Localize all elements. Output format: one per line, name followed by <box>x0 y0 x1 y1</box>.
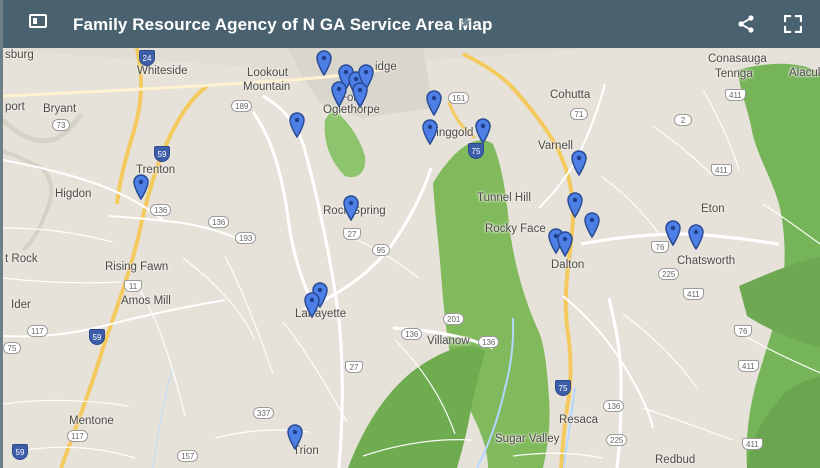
location-marker-icon[interactable] <box>556 229 574 257</box>
map-canvas[interactable]: sburg Whiteside Lookout Mountain idge Co… <box>3 48 820 468</box>
map-header: Family Resource Agency of N GA Service A… <box>3 0 820 48</box>
place-label: Alacul <box>789 67 820 79</box>
place-label: Higdon <box>55 188 92 200</box>
route-shield: 95 <box>372 244 390 256</box>
route-shield: 411 <box>725 89 746 101</box>
fullscreen-icon[interactable] <box>784 15 802 33</box>
location-marker-icon[interactable] <box>303 290 321 318</box>
share-icon[interactable] <box>736 14 756 34</box>
side-panel-toggle-icon[interactable] <box>29 14 47 28</box>
route-shield: 27 <box>343 228 361 240</box>
route-shield: 193 <box>235 232 257 244</box>
place-label: Ider <box>11 299 31 311</box>
place-label: Sugar Valley <box>495 433 560 445</box>
route-shield: 11 <box>124 280 142 292</box>
place-label: Tennga <box>715 68 753 80</box>
route-shield: 225 <box>606 434 628 446</box>
place-label: Bryant <box>43 103 77 115</box>
place-label: sburg <box>5 49 34 61</box>
route-shield: 225 <box>658 268 680 280</box>
route-shield: 411 <box>738 360 759 372</box>
route-shield: 117 <box>27 325 48 337</box>
route-shield: 411 <box>742 438 763 450</box>
location-marker-icon[interactable] <box>315 48 333 76</box>
location-marker-icon[interactable] <box>286 422 304 450</box>
route-shield: 136 <box>478 336 500 348</box>
route-shield: 337 <box>253 407 275 419</box>
place-label: Fort <box>340 92 361 104</box>
place-label: Rising Fawn <box>105 261 169 273</box>
route-shield: 27 <box>345 361 363 373</box>
route-shield: 136 <box>208 216 230 228</box>
route-shield: 76 <box>651 241 669 253</box>
location-marker-icon[interactable] <box>583 210 601 238</box>
interstate-shield: 59 <box>89 329 105 345</box>
place-label: LaFayette <box>295 308 347 320</box>
route-shield: 136 <box>150 204 172 216</box>
place-label: t Rock <box>5 253 38 265</box>
location-marker-icon[interactable] <box>132 172 150 200</box>
route-shield: 201 <box>443 313 465 325</box>
route-shield: 2 <box>674 114 692 126</box>
route-shield: 136 <box>401 328 423 340</box>
location-marker-icon[interactable] <box>570 148 588 176</box>
place-label: Whiteside <box>137 65 188 77</box>
location-marker-icon[interactable] <box>351 80 369 108</box>
place-label: Resaca <box>559 414 598 426</box>
interstate-shield: 24 <box>139 50 155 66</box>
location-marker-icon[interactable] <box>288 110 306 138</box>
place-label: Eton <box>701 203 725 215</box>
interstate-shield: 75 <box>468 143 484 159</box>
place-label: Villanow <box>427 335 470 347</box>
place-label: Trenton <box>136 164 176 176</box>
route-shield: 189 <box>231 100 253 112</box>
place-label: Conasauga <box>708 53 767 65</box>
route-shield: 76 <box>734 325 752 337</box>
place-label: Cohutta <box>550 89 591 101</box>
place-label: port <box>5 101 25 113</box>
location-marker-icon[interactable] <box>425 88 443 116</box>
place-label: Rocky Face <box>485 223 546 235</box>
place-label: Mentone <box>69 415 114 427</box>
place-label: Lookout <box>247 67 288 79</box>
location-marker-icon[interactable] <box>664 218 682 246</box>
interstate-shield: 75 <box>555 380 571 396</box>
place-label: idge <box>375 61 397 73</box>
interstate-shield: 59 <box>154 146 170 162</box>
place-label: Mountain <box>243 81 291 93</box>
location-marker-icon[interactable] <box>330 79 348 107</box>
location-marker-icon[interactable] <box>421 117 439 145</box>
route-shield: 411 <box>711 164 732 176</box>
route-shield: 136 <box>603 400 625 412</box>
location-marker-icon[interactable] <box>566 190 584 218</box>
route-shield: 117 <box>67 430 88 442</box>
map-title: Family Resource Agency of N GA Service A… <box>73 15 493 34</box>
location-marker-icon[interactable] <box>474 116 492 144</box>
place-label: Oglethorpe <box>323 104 380 116</box>
place-label: Chatsworth <box>677 255 736 267</box>
location-marker-icon[interactable] <box>687 222 705 250</box>
route-shield: 411 <box>683 288 704 300</box>
location-marker-icon[interactable] <box>357 62 375 90</box>
place-label: Ringgold <box>428 127 474 139</box>
route-shield: 71 <box>570 108 588 120</box>
place-label: Varnell <box>538 140 573 152</box>
place-label: Trion <box>293 445 319 457</box>
place-label: Tunnel Hill <box>477 192 531 204</box>
interstate-shield: 59 <box>12 444 28 460</box>
place-label: Dalton <box>551 259 585 271</box>
route-shield: 151 <box>448 92 470 104</box>
place-label: Amos Mill <box>121 295 171 307</box>
star-icon[interactable]: ★ <box>459 14 473 31</box>
place-label: Redbud <box>655 454 696 466</box>
route-shield: 75 <box>3 342 21 354</box>
route-shield: 73 <box>52 119 70 131</box>
route-shield: 157 <box>177 450 199 462</box>
location-marker-icon[interactable] <box>342 193 360 221</box>
